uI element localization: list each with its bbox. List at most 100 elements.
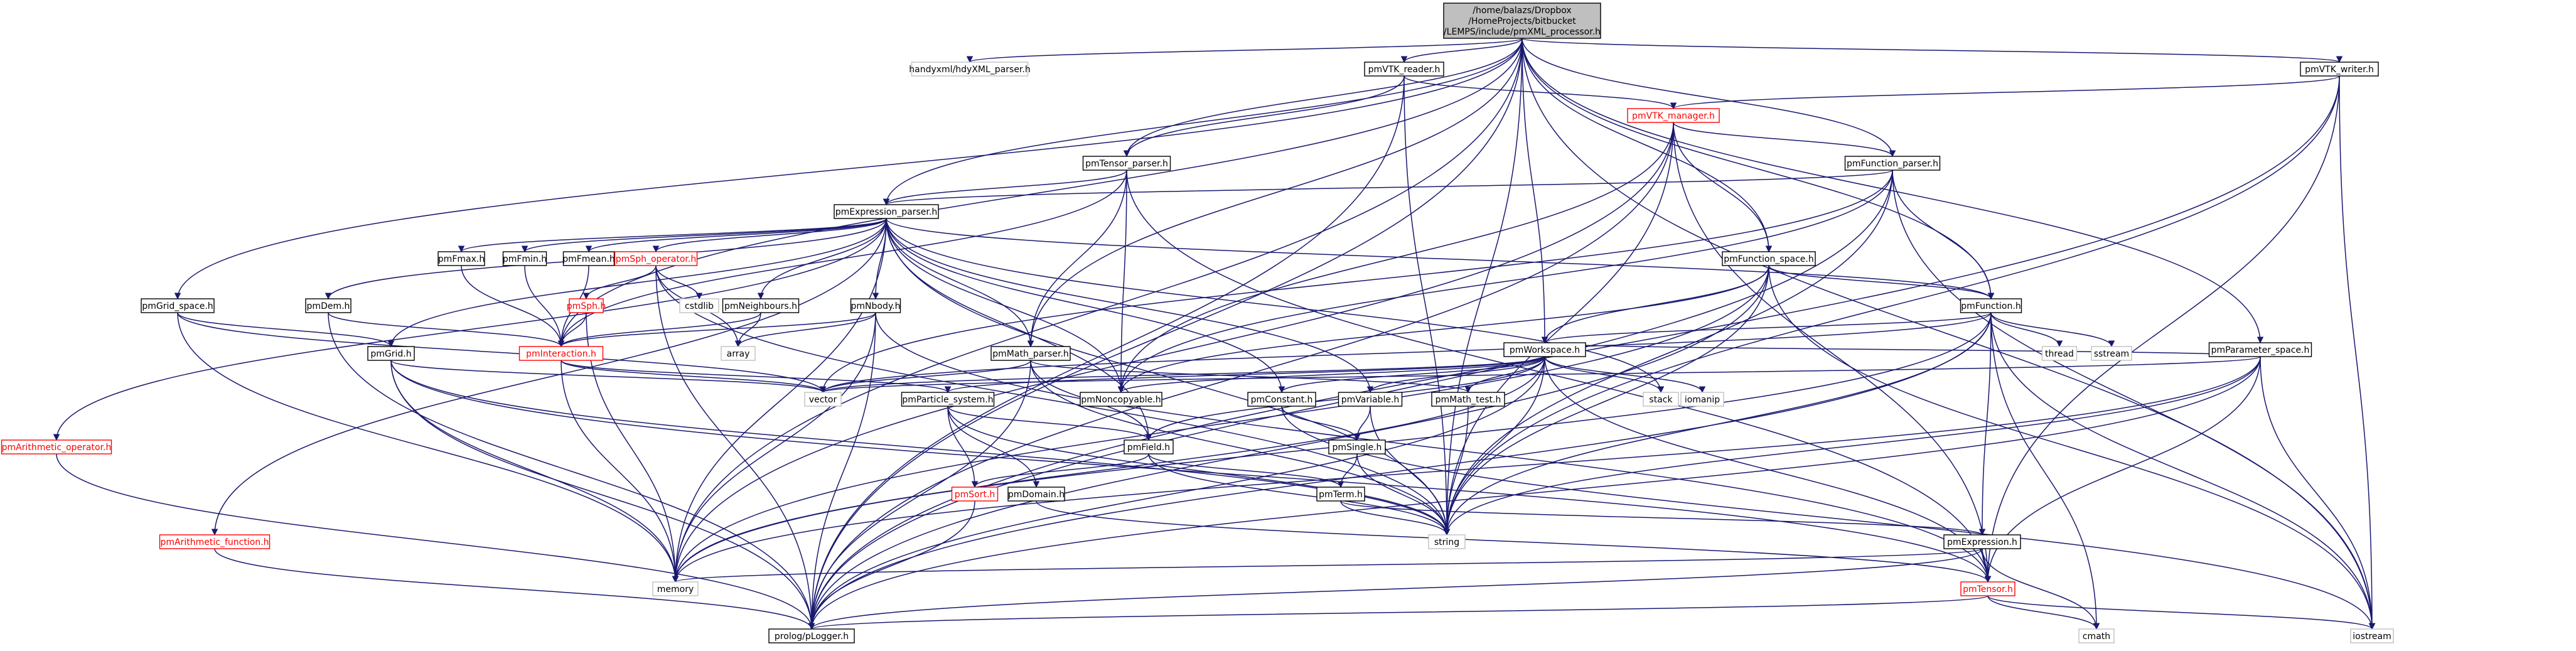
node-handyxml: handyxml/hdyXML_parser.h [909, 62, 1031, 77]
edge-math_parser-to-math_test [1030, 360, 1471, 394]
node-tensor[interactable]: pmTensor.h [1960, 581, 2015, 596]
node-label: pmSph_operator.h [616, 254, 696, 264]
edge-function_space-to-memory [672, 265, 1769, 583]
node-vector: vector [804, 392, 842, 407]
node-arithmetic-function[interactable]: pmArithmetic_function.h [159, 534, 271, 549]
node-vtk-reader[interactable]: pmVTK_reader.h [1364, 62, 1444, 77]
node-nbody[interactable]: pmNbody.h [850, 298, 901, 313]
node-box [2350, 628, 2394, 643]
node-parameter-space[interactable]: pmParameter_space.h [2208, 342, 2312, 357]
node-math-parser[interactable]: pmMath_parser.h [990, 346, 1071, 361]
edge-fmin-to-interaction [524, 265, 565, 348]
node-fmin[interactable]: pmFmin.h [502, 251, 547, 266]
node-particle-system[interactable]: pmParticle_system.h [901, 392, 995, 407]
edge-function-to-sstream [1990, 312, 2115, 348]
edge-function_parser-to-function [1892, 169, 1995, 300]
node-label: pmDomain.h [1008, 490, 1065, 500]
node-expression-parser[interactable]: pmExpression_parser.h [834, 204, 939, 219]
node-label: iomanip [1685, 395, 1720, 405]
node-variable[interactable]: pmVariable.h [1338, 392, 1403, 407]
edge-nbody-to-tensor [875, 312, 1992, 583]
node-sph[interactable]: pmSph.h [567, 298, 606, 313]
node-neighbours[interactable]: pmNeighbours.h [722, 298, 800, 313]
edge-parameter_space-to-string [1443, 356, 2261, 536]
node-fmean[interactable]: pmFmean.h [562, 251, 615, 266]
node-label: pmInteraction.h [526, 349, 596, 359]
node-label: pmExpression_parser.h [835, 207, 937, 217]
node-domain[interactable]: pmDomain.h [1007, 487, 1065, 502]
node-sph-operator[interactable]: pmSph_operator.h [614, 251, 698, 266]
node-label: pmNeighbours.h [724, 301, 797, 311]
node-box [850, 298, 901, 313]
edge-function_space-to-string [1443, 265, 1769, 536]
edge-field-to-string [1148, 453, 1451, 536]
node-sort[interactable]: pmSort.h [951, 487, 999, 502]
edge-function_space-to-prolog [808, 265, 1769, 630]
edge-interaction-to-particle_system [561, 360, 952, 394]
node-label: pmField.h [1127, 443, 1170, 453]
node-box [1316, 487, 1365, 502]
edge-vtk_manager-to-function_space [1673, 122, 1773, 253]
node-field[interactable]: pmField.h [1124, 439, 1174, 455]
edge-root-to-interaction [557, 38, 1523, 348]
node-expression[interactable]: pmExpression.h [1943, 534, 2021, 549]
node-box [1627, 108, 1720, 123]
node-interaction[interactable]: pmInteraction.h [518, 346, 604, 361]
node-box [2041, 346, 2078, 361]
edge-function_space-to-function [1768, 265, 1995, 300]
node-box [951, 487, 999, 502]
node-box [437, 251, 485, 266]
node-prolog[interactable]: prolog/pLogger.h [768, 628, 855, 643]
node-box [1338, 392, 1403, 407]
edge-vtk_manager-to-string [1443, 122, 1674, 536]
node-arithmetic-operator[interactable]: pmArithmetic_operator.h [1, 439, 112, 455]
edge-function-to-thread [1990, 312, 2063, 348]
edge-tensor-to-iostream [1987, 595, 2376, 630]
node-label: memory [657, 584, 694, 595]
node-label: pmTensor_parser.h [1085, 159, 1168, 169]
node-noncopyable[interactable]: pmNoncopyable.h [1080, 392, 1162, 407]
node-math-test[interactable]: pmMath_test.h [1431, 392, 1505, 407]
node-label: pmNoncopyable.h [1081, 395, 1161, 405]
node-single[interactable]: pmSingle.h [1328, 439, 1386, 455]
node-grid[interactable]: pmGrid.h [367, 346, 415, 361]
edge-term-to-expression [1340, 500, 1985, 536]
edge-function_parser-to-expression_parser [883, 169, 1893, 206]
edge-expression_parser-to-arithmetic_operator [53, 218, 887, 441]
edge-expression_parser-to-fmean [585, 218, 887, 253]
node-memory: memory [652, 581, 699, 596]
node-label: pmTerm.h [1319, 490, 1363, 500]
node-box [679, 298, 719, 313]
node-label: pmSingle.h [1333, 443, 1382, 453]
node-label: handyxml/hdyXML_parser.h [909, 65, 1030, 75]
node-vtk-writer[interactable]: pmVTK_writer.h [2300, 62, 2379, 77]
node-label: pmSph.h [567, 301, 606, 311]
node-tensor-parser[interactable]: pmTensor_parser.h [1082, 156, 1171, 171]
edge-expression_parser-to-function [886, 218, 1994, 300]
node-constant[interactable]: pmConstant.h [1247, 392, 1316, 407]
node-box [1643, 392, 1679, 407]
node-vtk-manager[interactable]: pmVTK_manager.h [1627, 108, 1720, 123]
edge-expression_parser-to-grid [387, 218, 887, 348]
node-label: pmArithmetic_function.h [161, 537, 269, 547]
node-function-parser[interactable]: pmFunction_parser.h [1844, 156, 1941, 171]
node-function[interactable]: pmFunction.h [1960, 298, 2022, 313]
edge-workspace-to-particle_system [945, 356, 1545, 394]
node-box [1328, 439, 1386, 455]
node-term[interactable]: pmTerm.h [1316, 487, 1365, 502]
node-label: pmFunction.h [1961, 301, 2021, 311]
edge-field-to-term [1148, 453, 1344, 488]
node-root[interactable]: /home/balazs/Dropbox/HomeProjects/bitbuc… [1443, 3, 1601, 39]
edge-root-to-grid_space [174, 38, 1523, 300]
edge-expression_parser-to-sph_operator [652, 218, 887, 253]
node-box [141, 298, 215, 313]
node-box [367, 346, 415, 361]
node-fmax[interactable]: pmFmax.h [437, 251, 485, 266]
node-function-space[interactable]: pmFunction_space.h [1722, 251, 1816, 266]
node-workspace[interactable]: pmWorkspace.h [1503, 342, 1586, 357]
edge-expression-to-cmath [1982, 548, 2100, 630]
node-label: string [1434, 537, 1459, 547]
node-dem[interactable]: pmDem.h [305, 298, 352, 313]
edge-function_parser-to-iostream [1892, 169, 2376, 630]
node-grid-space[interactable]: pmGrid_space.h [141, 298, 215, 313]
